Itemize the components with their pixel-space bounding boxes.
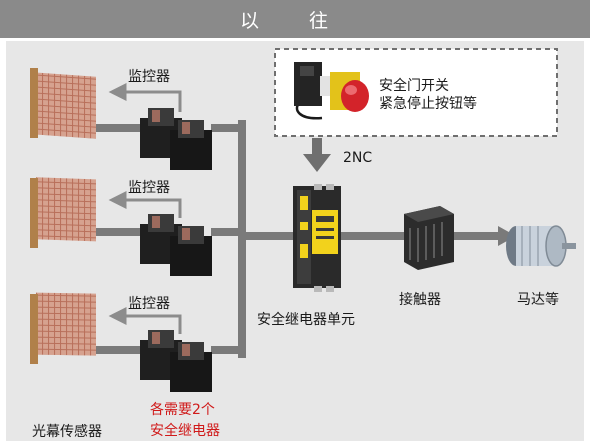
light-curtain-icon: [30, 68, 96, 364]
monitor-label-3: 监控器: [128, 296, 170, 312]
door-switch-icon: [294, 62, 330, 120]
emergency-stop-label: 紧急停止按钮等: [379, 96, 477, 112]
safety-relay-unit-label: 安全继电器单元: [257, 312, 355, 328]
motor-icon: [506, 225, 576, 267]
contactor-icon: [404, 206, 454, 270]
emergency-stop-icon: [330, 72, 369, 112]
relay-icon: [140, 108, 212, 392]
signal-label: 2NC: [343, 150, 373, 166]
motor-label: 马达等: [517, 292, 559, 308]
safety-relay-unit-icon: [293, 184, 341, 292]
monitor-label-1: 监控器: [128, 69, 170, 85]
light-curtain-label: 光幕传感器: [32, 424, 102, 440]
contactor-label: 接触器: [399, 292, 441, 308]
header-title: 以 往: [0, 0, 590, 38]
arrow-to-motor-icon: [498, 226, 516, 246]
note-label-line1: 各需要2个: [150, 402, 215, 418]
monitor-arrows: [108, 83, 182, 334]
down-arrow-icon: [303, 138, 331, 172]
note-label-line2: 安全继电器: [150, 423, 220, 439]
monitor-label-2: 监控器: [128, 180, 170, 196]
door-switch-label: 安全门开关: [379, 78, 449, 94]
